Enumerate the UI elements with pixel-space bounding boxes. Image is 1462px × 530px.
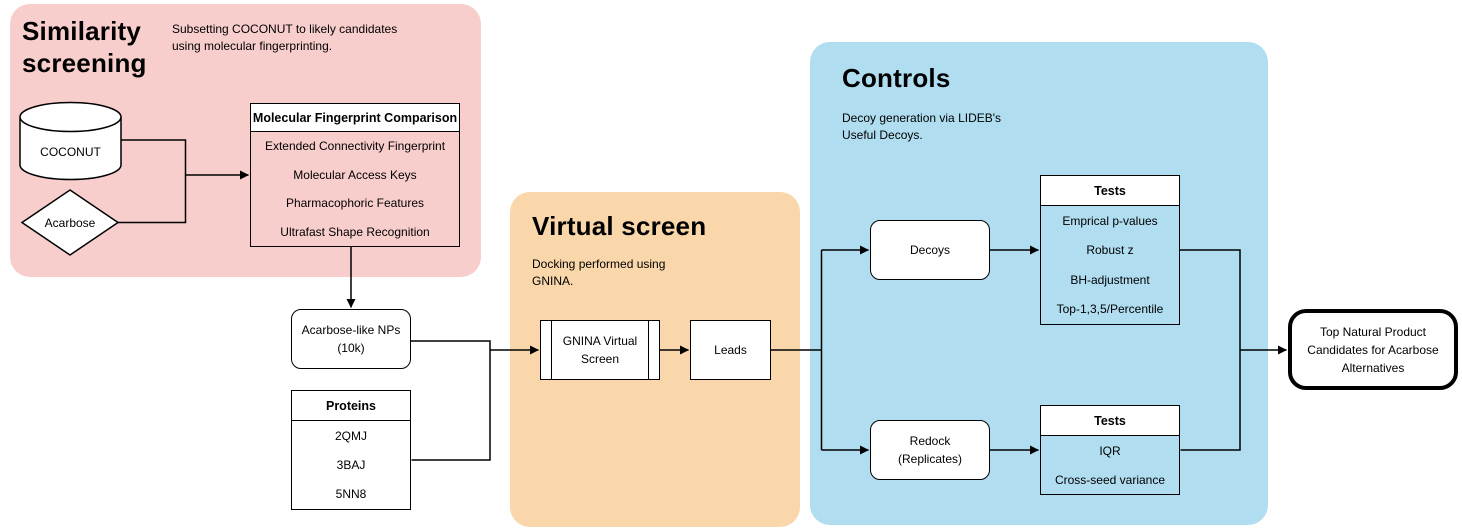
connector-nps-proteins-merge <box>411 340 491 461</box>
fingerprint-comparison-box: Molecular Fingerprint Comparison Extende… <box>250 103 460 247</box>
fingerprint-item-usr: Ultrafast Shape Recognition <box>280 224 430 239</box>
test-bh-adjustment: BH-adjustment <box>1070 272 1150 287</box>
protein-2qmj: 2QMJ <box>334 428 367 443</box>
fingerprint-comparison-header: Molecular Fingerprint Comparison <box>251 104 459 132</box>
test-iqr: IQR <box>1099 443 1121 458</box>
acarbose-diamond-label: Acarbose <box>44 216 96 230</box>
decoys-node: Decoys <box>870 220 990 280</box>
tests-decoys-box: Tests Emprical p-values Robust z BH-adju… <box>1040 175 1180 325</box>
proteins-header: Proteins <box>292 391 410 421</box>
leads-node: Leads <box>690 320 771 380</box>
redock-node: Redock (Replicates) <box>870 420 990 480</box>
gnina-virtual-screen-label: GNINA Virtual Screen <box>562 334 638 366</box>
acarbose-like-nps-node: Acarbose-like NPs (10k) <box>291 309 411 369</box>
proteins-box: Proteins 2QMJ 3BAJ 5NN8 <box>291 390 411 510</box>
controls-subtitle: Decoy generation via LIDEB's Useful Deco… <box>842 111 1002 142</box>
test-cross-seed-variance: Cross-seed variance <box>1054 472 1166 487</box>
test-top-percentile: Top-1,3,5/Percentile <box>1056 302 1164 317</box>
tests-redock-box: Tests IQR Cross-seed variance <box>1040 405 1180 495</box>
tests-decoys-header: Tests <box>1041 176 1179 206</box>
gnina-virtual-screen-node: GNINA Virtual Screen <box>540 320 660 380</box>
test-robust-z: Robust z <box>1086 243 1134 258</box>
fingerprint-item-pharmacophoric: Pharmacophoric Features <box>285 196 425 211</box>
protein-5nn8: 5NN8 <box>335 487 367 502</box>
tests-redock-header: Tests <box>1041 406 1179 436</box>
output-node: Top Natural Product Candidates for Acarb… <box>1288 309 1458 390</box>
similarity-screening-title: Similarity screening <box>22 16 147 78</box>
virtual-screen-title: Virtual screen <box>532 211 707 241</box>
test-empirical-pvalues: Emprical p-values <box>1062 213 1158 228</box>
protein-3baj: 3BAJ <box>336 457 366 472</box>
virtual-screen-subtitle: Docking performed using GNINA. <box>532 257 666 288</box>
coconut-database-label: COCONUT <box>40 145 101 159</box>
similarity-screening-subtitle: Subsetting COCONUT to likely candidates … <box>172 22 398 53</box>
fingerprint-item-maccs: Molecular Access Keys <box>293 167 417 182</box>
controls-title: Controls <box>842 63 951 93</box>
fingerprint-item-ecfp: Extended Connectivity Fingerprint <box>264 139 446 154</box>
